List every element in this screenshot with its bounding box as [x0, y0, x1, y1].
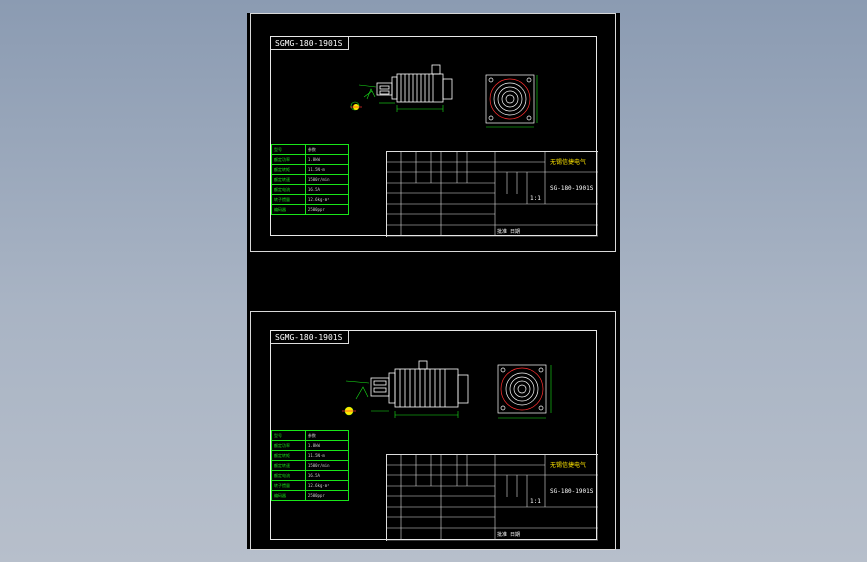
motor-drawing — [350, 64, 538, 128]
param-label: 型号 — [271, 430, 306, 441]
dimension-lines — [344, 380, 459, 418]
sheet-frame: SGMG-180-1901S — [270, 36, 598, 237]
drawing-title: SGMG-180-1901S — [271, 331, 349, 344]
param-label: 转子惯量 — [271, 480, 306, 491]
front-dimension-lines — [498, 365, 552, 419]
drawing-scale: 1:1 — [530, 498, 541, 505]
param-value: 1500r/min — [304, 174, 350, 185]
param-value: 11.5N·m — [304, 450, 350, 461]
param-label: 编码器 — [271, 204, 306, 215]
param-label: 额定功率 — [271, 440, 306, 451]
drawing-canvas: SGMG-180-1901S — [247, 13, 620, 550]
drawing-scale: 1:1 — [530, 195, 541, 202]
param-value: 2500ppr — [304, 204, 350, 215]
title-block-grid — [387, 152, 598, 237]
param-label: 额定转矩 — [271, 450, 306, 461]
param-label: 额定电流 — [271, 184, 306, 195]
title-block-grid — [387, 455, 598, 541]
drawing-title: SGMG-180-1901S — [271, 37, 349, 50]
param-label: 型号 — [271, 144, 306, 155]
param-value: 11.5N·m — [304, 164, 350, 175]
param-value: 16.5A — [304, 184, 350, 195]
param-label: 转子惯量 — [271, 194, 306, 205]
motor-front-view — [497, 364, 547, 414]
title-block: 无锡信捷电气 SG-180-1901S 1:1 批准 日期 — [386, 151, 598, 237]
front-dimension-lines — [486, 75, 538, 128]
drawing-sheet-2: SGMG-180-1901S — [250, 311, 616, 550]
param-label: 编码器 — [271, 490, 306, 501]
motor-front-view — [485, 74, 535, 124]
param-value: 2500ppr — [304, 490, 350, 501]
param-label: 额定转速 — [271, 174, 306, 185]
param-value: 1.8kW — [304, 440, 350, 451]
param-value: 1500r/min — [304, 460, 350, 471]
param-label: 额定功率 — [271, 154, 306, 165]
table-row: 型号参数 — [271, 430, 350, 441]
motor-side-view — [370, 360, 469, 408]
approval-stamp: 批准 日期 — [497, 532, 521, 538]
drawing-code: SG-180-1901S — [550, 488, 594, 495]
drawing-code: SG-180-1901S — [550, 185, 594, 192]
sheet-frame: SGMG-180-1901S — [270, 330, 598, 541]
param-value: 参数 — [304, 430, 350, 441]
param-label: 额定电流 — [271, 470, 306, 481]
company-name: 无锡信捷电气 — [550, 462, 587, 469]
param-value: 12.6kg·m² — [304, 194, 350, 205]
param-value: 12.6kg·m² — [304, 480, 350, 491]
title-block: 无锡信捷电气 SG-180-1901S 1:1 批准 日期 — [386, 454, 598, 541]
table-row: 型号参数 — [271, 144, 350, 155]
motor-side-view — [376, 64, 453, 103]
drawing-sheet-1: SGMG-180-1901S — [250, 13, 616, 252]
motor-drawing — [342, 360, 552, 419]
param-label: 额定转矩 — [271, 164, 306, 175]
company-name: 无锡信捷电气 — [550, 159, 587, 166]
param-value: 参数 — [304, 144, 350, 155]
param-label: 额定转速 — [271, 460, 306, 471]
approval-stamp: 批准 日期 — [497, 229, 521, 235]
dimension-lines — [350, 84, 444, 112]
param-value: 16.5A — [304, 470, 350, 481]
param-value: 1.8kW — [304, 154, 350, 165]
